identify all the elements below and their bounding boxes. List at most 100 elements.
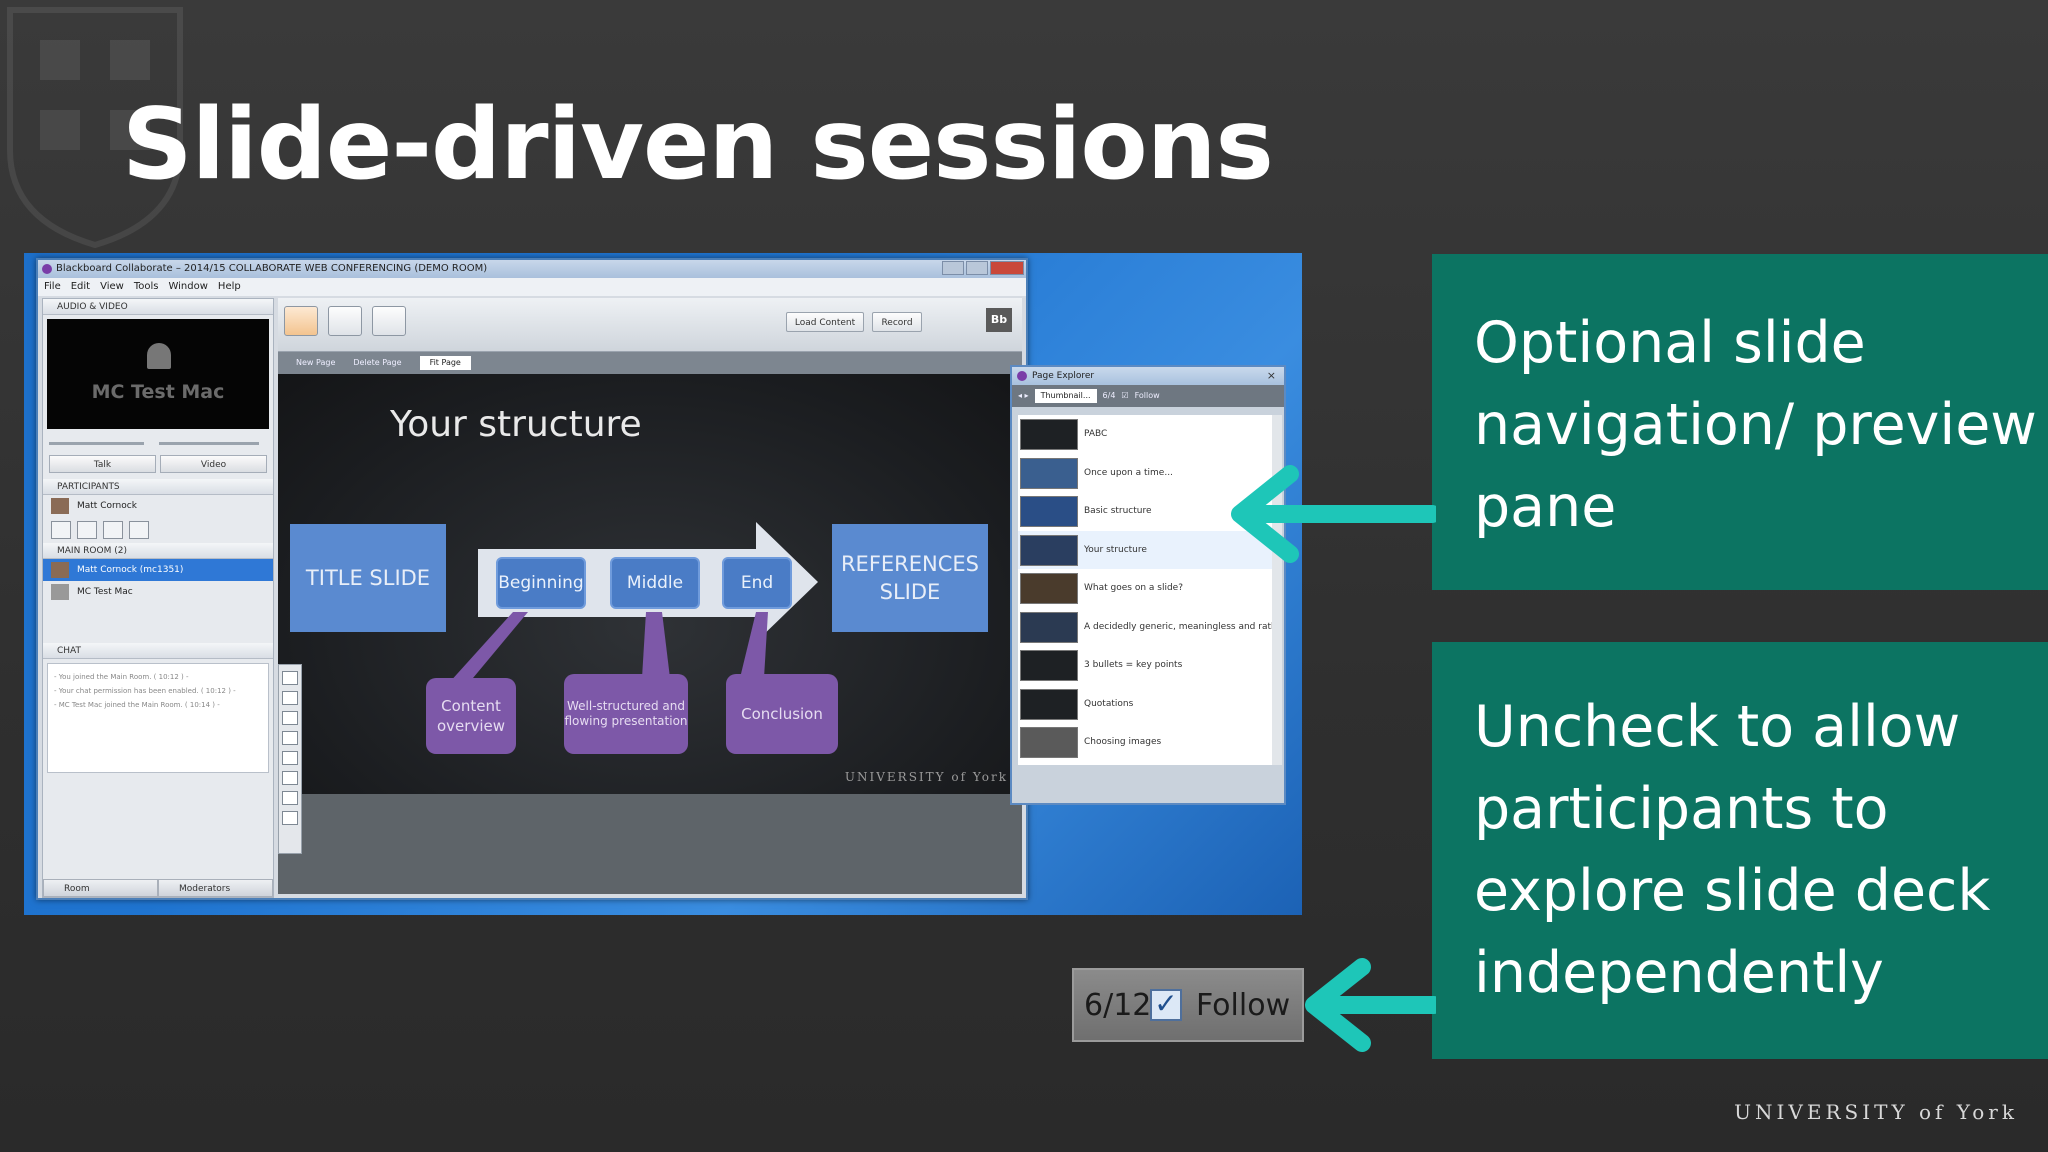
list-item[interactable]: Quotations	[1018, 685, 1272, 724]
slide-title: Slide-driven sessions	[122, 88, 1274, 202]
rectangle-tool-icon[interactable]	[282, 771, 298, 785]
participant-name: Matt Cornock	[77, 501, 137, 511]
note-connectors	[448, 612, 768, 684]
lock-icon[interactable]	[103, 521, 123, 539]
window-controls	[942, 261, 1024, 275]
stage-beginning: Beginning	[496, 557, 586, 609]
menu-bar: File Edit View Tools Window Help	[38, 278, 1026, 296]
pen-tool-icon[interactable]	[282, 711, 298, 725]
arrow-left-icon	[1231, 465, 1436, 563]
thumbnail	[1020, 534, 1078, 566]
note-well-structured: Well-structured and flowing presentation	[564, 674, 688, 754]
references-slide-box: REFERENCES SLIDE	[832, 524, 988, 632]
av-buttons: Talk Video	[49, 455, 267, 473]
menu-window[interactable]: Window	[168, 281, 208, 292]
menu-tools[interactable]: Tools	[133, 281, 159, 292]
shape-tool-icon[interactable]	[282, 751, 298, 765]
follow-label: Follow	[1196, 987, 1291, 1023]
scrollbar[interactable]	[1272, 415, 1282, 765]
follow-checkbox[interactable]: ✓	[1150, 989, 1182, 1021]
list-item[interactable]: Basic structure	[1018, 492, 1272, 531]
user-icon	[147, 343, 171, 369]
list-item[interactable]: Your structure	[1018, 530, 1272, 569]
text-tool-icon[interactable]	[282, 731, 298, 745]
university-logo: UNIVERSITY of York	[1734, 1100, 2018, 1124]
fit-page-select[interactable]: Fit Page	[419, 356, 471, 370]
profile-icon[interactable]	[77, 521, 97, 539]
participant-name: Matt Cornock (mc1351)	[77, 565, 184, 575]
menu-file[interactable]: File	[44, 281, 61, 292]
thumbnail	[1020, 419, 1078, 450]
line-tool-icon[interactable]	[282, 791, 298, 805]
participant-tools	[51, 521, 265, 539]
follow-checkbox-mini[interactable]: ☑	[1121, 391, 1129, 400]
main-room-header[interactable]: MAIN ROOM (2)	[43, 543, 273, 559]
list-item[interactable]: What goes on a slide?	[1018, 569, 1272, 608]
tab-room[interactable]: Room	[43, 879, 158, 897]
list-item[interactable]: Once upon a time...	[1018, 454, 1272, 493]
select-tool-icon[interactable]	[282, 671, 298, 685]
list-item[interactable]: PABC	[1018, 415, 1272, 454]
maximize-button[interactable]	[966, 261, 988, 275]
eraser-tool-icon[interactable]	[282, 811, 298, 825]
camera-name: MC Test Mac	[91, 381, 225, 403]
content-toolbar: Load Content Record Bb	[278, 298, 1022, 352]
collaborate-screenshot: Blackboard Collaborate – 2014/15 COLLABO…	[24, 253, 1302, 915]
thumbnail	[1020, 611, 1078, 643]
chat-log: - You joined the Main Room. ( 10:12 ) - …	[47, 663, 269, 773]
chat-header[interactable]: CHAT	[43, 643, 273, 659]
web-tour-button[interactable]	[372, 306, 406, 336]
close-button[interactable]	[990, 261, 1024, 275]
zoom-icon[interactable]	[51, 521, 71, 539]
participants-header[interactable]: PARTICIPANTS	[43, 479, 273, 495]
whiteboard-area[interactable]: Your structure TITLE SLIDE Beginning Mid…	[278, 374, 1022, 894]
list-item[interactable]: A decidedly generic, meaningless and rat…	[1018, 608, 1272, 647]
view-dropdown[interactable]: Thumbnail...	[1034, 389, 1097, 403]
content-slide: Your structure TITLE SLIDE Beginning Mid…	[278, 374, 1022, 794]
chat-message: - You joined the Main Room. ( 10:12 ) -	[54, 673, 189, 681]
menu-help[interactable]: Help	[217, 281, 241, 292]
video-button[interactable]: Video	[160, 455, 267, 473]
window-titlebar: Blackboard Collaborate – 2014/15 COLLABO…	[38, 260, 1026, 278]
mic-slider[interactable]	[49, 442, 144, 445]
audio-video-header[interactable]: AUDIO & VIDEO	[43, 299, 273, 315]
talk-button[interactable]: Talk	[49, 455, 156, 473]
app-share-button[interactable]	[328, 306, 362, 336]
callout-navigation-pane: Optional slide navigation/ preview pane	[1432, 254, 2048, 590]
load-content-button[interactable]: Load Content	[786, 312, 864, 332]
chat-message: - MC Test Mac joined the Main Room. ( 10…	[54, 701, 220, 709]
nav-arrows-icon[interactable]: ◂ ▸	[1018, 391, 1029, 400]
list-item[interactable]: Choosing images	[1018, 723, 1272, 762]
page-thumbnail-list: PABC Once upon a time... Basic structure…	[1018, 415, 1272, 765]
chat-message: - Your chat permission has been enabled.…	[54, 687, 236, 695]
thumbnail	[1020, 650, 1078, 681]
new-page-button[interactable]: New Page	[296, 358, 336, 367]
pointer-tool-icon[interactable]	[282, 691, 298, 705]
volume-sliders	[49, 433, 267, 453]
university-crest-watermark	[7, 7, 183, 249]
minimize-button[interactable]	[942, 261, 964, 275]
window-title: Blackboard Collaborate – 2014/15 COLLABO…	[56, 263, 488, 274]
list-item[interactable]: 3 bullets = key points	[1018, 646, 1272, 685]
participant-row[interactable]: MC Test Mac	[43, 581, 273, 603]
page-toolbar: New Page Delete Page Fit Page	[278, 352, 1022, 374]
stage-end: End	[722, 557, 792, 609]
participant-row[interactable]: Matt Cornock (mc1351)	[43, 559, 273, 581]
delete-page-button[interactable]: Delete Page	[353, 358, 402, 367]
title-slide-box: TITLE SLIDE	[290, 524, 446, 632]
thumbnail	[1020, 496, 1078, 527]
note-content-overview: Content overview	[426, 678, 516, 754]
tab-moderators[interactable]: Moderators	[158, 879, 273, 897]
speaker-slider[interactable]	[159, 442, 259, 445]
whiteboard-button[interactable]	[284, 306, 318, 336]
menu-edit[interactable]: Edit	[70, 281, 91, 292]
menu-view[interactable]: View	[100, 281, 124, 292]
close-icon[interactable]: ×	[1266, 369, 1276, 382]
page-counter: 6/12	[1084, 987, 1152, 1023]
participant-row[interactable]: Matt Cornock	[43, 495, 273, 517]
bottom-tabs: Room Moderators	[43, 879, 273, 897]
record-button[interactable]: Record	[872, 312, 922, 332]
page-title: What goes on a slide?	[1084, 583, 1183, 593]
page-title: PABC	[1084, 429, 1108, 439]
edit-icon[interactable]	[129, 521, 149, 539]
